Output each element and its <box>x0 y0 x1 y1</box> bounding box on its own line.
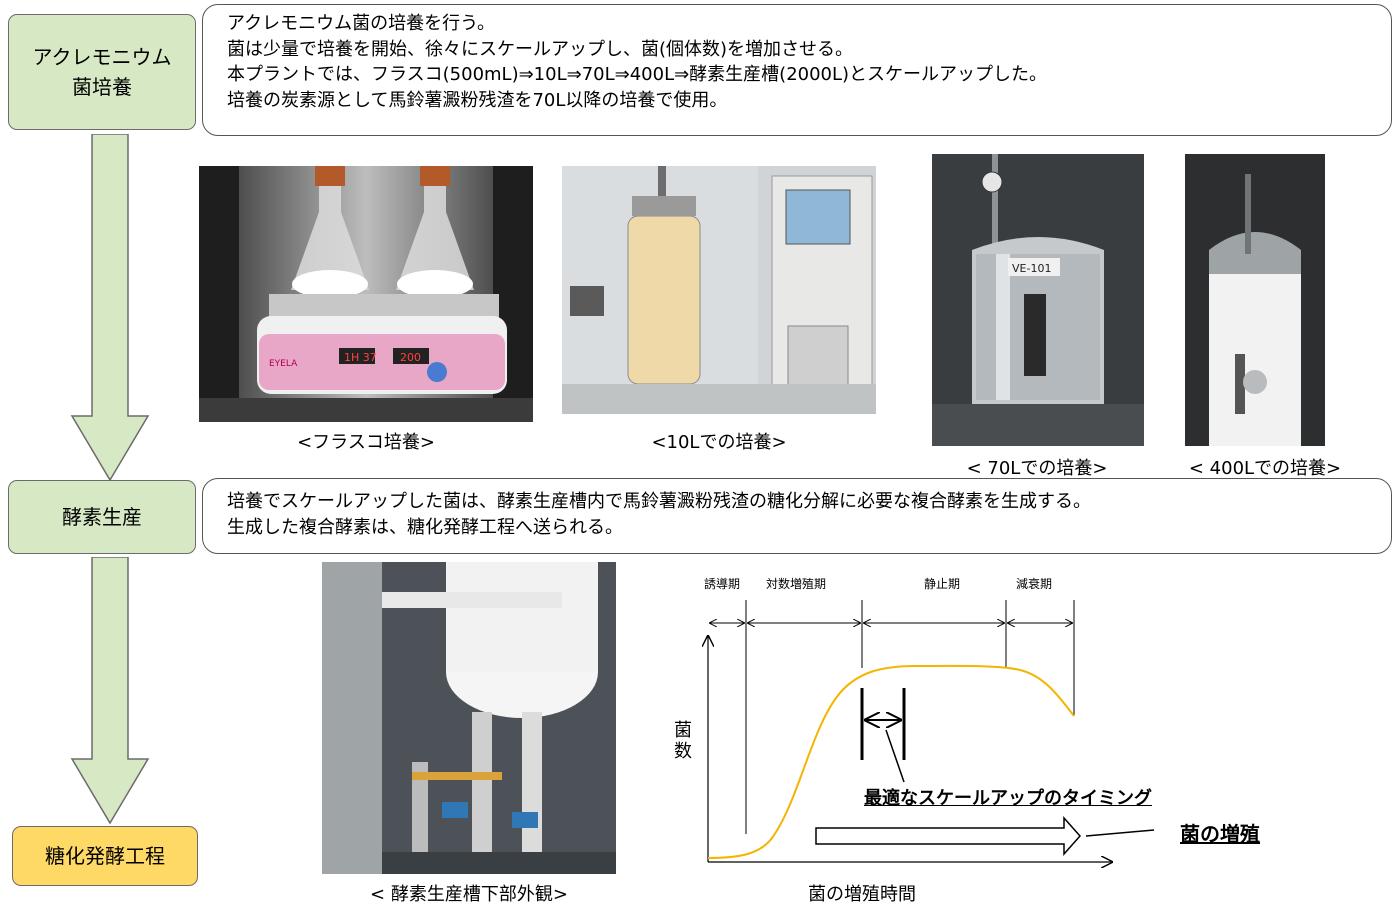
shaker-display-a: 1H 37 <box>344 351 377 364</box>
phase-label-log: 対数増殖期 <box>766 576 826 591</box>
l400-culture-caption: < 400Lでの培養> <box>1188 458 1342 479</box>
culture-note-line: 本プラントでは、フラスコ(500mL)⇒10L⇒70L⇒400L⇒酵素生産槽(2… <box>227 64 1048 85</box>
growth-curve <box>707 664 1075 859</box>
enzyme-note-line: 生成した複合酵素は、糖化発酵工程へ送られる。 <box>227 516 623 538</box>
flow-arrow-2 <box>70 557 150 825</box>
timing-label: 最適なスケールアップのタイミング <box>864 788 1152 809</box>
vessel-tag: VE-101 <box>1012 262 1051 275</box>
enzyme-note: 培養でスケールアップした菌は、酵素生産槽内で馬鈴薯澱粉残渣の糖化分解に必要な複合… <box>202 478 1392 554</box>
culture-note: アクレモニウム菌の培養を行う。 菌は少量で培養を開始、徐々にスケールアップし、菌… <box>202 4 1392 136</box>
step-fermentation-label: 糖化発酵工程 <box>45 844 165 868</box>
flow-arrow-1 <box>70 134 150 482</box>
step-fermentation: 糖化発酵工程 <box>12 826 198 886</box>
enzyme-tank-caption: < 酵素生産槽下部外観> <box>370 884 568 905</box>
x-axis-label: 菌の増殖時間 <box>808 884 916 905</box>
enzyme-tank-photo <box>322 562 616 874</box>
y-axis-label: 菌数 <box>671 720 692 762</box>
shaker-brand: EYELA <box>269 359 298 369</box>
culture-note-line: アクレモニウム菌の培養を行う。 <box>227 13 496 34</box>
l70-culture-photo: VE-101 <box>932 154 1144 446</box>
timing-leader <box>885 729 905 783</box>
l400-culture-photo <box>1185 154 1325 446</box>
shaker-display-b: 200 <box>400 351 421 364</box>
step-enzyme-label: 酵素生産 <box>62 505 142 529</box>
flask-culture-photo: 1H 37 200 EYELA <box>199 166 533 422</box>
growth-leader <box>1085 829 1155 837</box>
step-culture: アクレモニウム 菌培養 <box>8 14 196 130</box>
l10-culture-photo <box>562 166 876 414</box>
culture-note-line: 菌は少量で培養を開始、徐々にスケールアップし、菌(個体数)を増加させる。 <box>227 38 854 60</box>
culture-note-line: 培養の炭素源として馬鈴薯澱粉残渣を70L以降の培養で使用。 <box>227 89 728 111</box>
growth-label: 菌の増殖 <box>1180 822 1260 846</box>
phase-label-lag: 誘導期 <box>704 577 740 591</box>
growth-arrow <box>815 816 1082 856</box>
l70-culture-caption: < 70Lでの培養> <box>966 458 1108 479</box>
growth-curve-diagram: 誘導期 対数増殖期 静止期 減衰期 <box>660 576 1155 870</box>
phase-label-stationary: 静止期 <box>924 577 960 591</box>
step-enzyme: 酵素生産 <box>8 480 196 554</box>
l10-culture-caption: <10Lでの培養> <box>651 432 787 453</box>
step-culture-label: アクレモニウム 菌培養 <box>32 45 172 99</box>
enzyme-note-line: 培養でスケールアップした菌は、酵素生産槽内で馬鈴薯澱粉残渣の糖化分解に必要な複合… <box>227 491 1091 512</box>
flask-culture-caption: <フラスコ培養> <box>297 432 435 453</box>
phase-label-decline: 減衰期 <box>1016 576 1052 591</box>
